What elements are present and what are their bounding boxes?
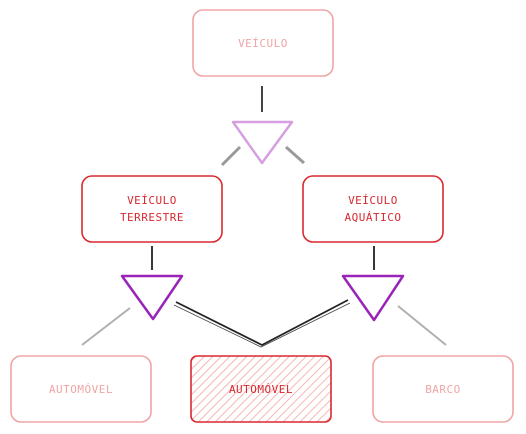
connectors bbox=[81, 86, 447, 348]
connector-left-triangle-to-automovel-center-2 bbox=[173, 302, 351, 348]
connector-left-triangle-to-automovel-left bbox=[81, 307, 131, 346]
node-barco-label: BARCO bbox=[425, 383, 461, 396]
inheritance-triangle-left bbox=[120, 274, 184, 321]
connector-top-triangle-to-terrestre bbox=[220, 145, 242, 167]
connector-top-triangle-to-aquatico bbox=[285, 145, 305, 165]
node-aquatico-label-line2: AQUÁTICO bbox=[345, 211, 402, 224]
node-barco[interactable]: BARCO bbox=[372, 355, 514, 423]
node-aquatico-label-line1: VEÍCULO bbox=[348, 194, 398, 207]
inheritance-triangle-right bbox=[341, 274, 405, 322]
connector-right-triangle-to-barco bbox=[397, 305, 447, 346]
node-terrestre-label-line1: VEÍCULO bbox=[127, 194, 177, 207]
node-veiculo-aquatico[interactable]: VEÍCULO AQUÁTICO bbox=[302, 175, 444, 243]
inheritance-triangle-top bbox=[231, 120, 294, 165]
node-automovel-left-label: AUTOMÓVEL bbox=[49, 383, 113, 396]
node-veiculo[interactable]: VEÍCULO bbox=[192, 9, 334, 77]
node-automovel-center-label: AUTOMÓVEL bbox=[229, 383, 293, 396]
node-automovel-left[interactable]: AUTOMÓVEL bbox=[10, 355, 152, 423]
node-automovel-center[interactable]: AUTOMÓVEL bbox=[190, 355, 332, 423]
node-veiculo-terrestre[interactable]: VEÍCULO TERRESTRE bbox=[81, 175, 223, 243]
node-veiculo-label: VEÍCULO bbox=[238, 37, 288, 50]
connector-left-triangle-to-automovel-center bbox=[175, 299, 349, 347]
triangles bbox=[120, 120, 405, 322]
node-terrestre-label-line2: TERRESTRE bbox=[120, 211, 184, 224]
